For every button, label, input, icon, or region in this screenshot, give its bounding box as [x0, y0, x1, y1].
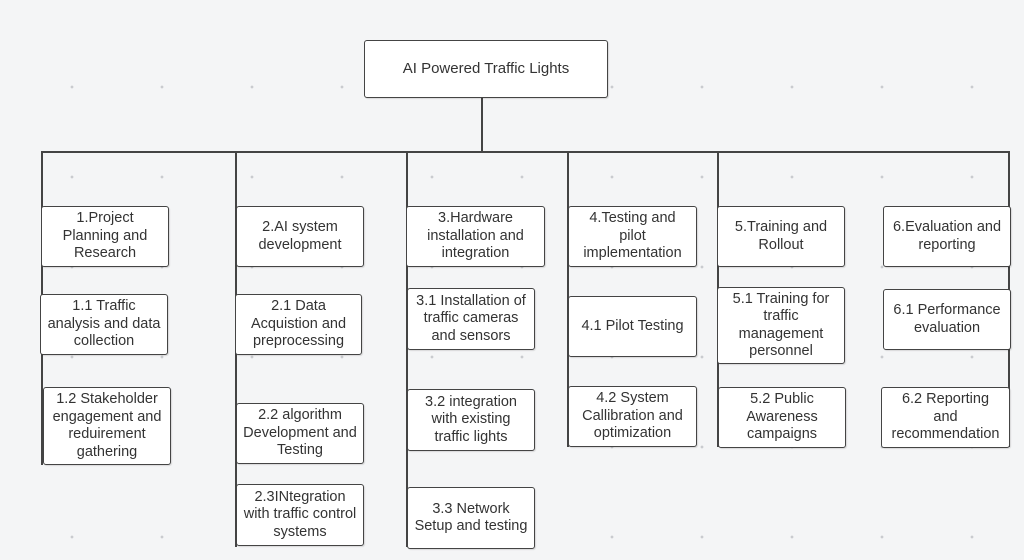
- task-3-3-node: 3.3 Network Setup and testing: [407, 487, 535, 549]
- phase-2-node: 2.AI system development: [236, 206, 364, 267]
- phase-4-node: 4.Testing and pilot implementation: [568, 206, 697, 267]
- phase-3-node: 3.Hardware installation and integration: [406, 206, 545, 267]
- task-4-2-node: 4.2 System Callibration and optimization: [568, 386, 697, 447]
- horizontal-connector: [41, 151, 1010, 153]
- task-2-2-node: 2.2 algorithm Development and Testing: [236, 403, 364, 464]
- task-5-1-node: 5.1 Training for traffic management pers…: [717, 287, 845, 364]
- phase-6-node: 6.Evaluation and reporting: [883, 206, 1011, 267]
- task-2-1-node: 2.1 Data Acquistion and preprocessing: [235, 294, 362, 355]
- phase-5-node: 5.Training and Rollout: [717, 206, 845, 267]
- root-node: AI Powered Traffic Lights: [364, 40, 608, 98]
- task-4-1-node: 4.1 Pilot Testing: [568, 296, 697, 357]
- task-3-1-node: 3.1 Installation of traffic cameras and …: [407, 288, 535, 350]
- task-5-2-node: 5.2 Public Awareness campaigns: [718, 387, 846, 448]
- task-6-2-node: 6.2 Reporting and recommendation: [881, 387, 1010, 448]
- task-3-2-node: 3.2 integration with existing traffic li…: [407, 389, 535, 451]
- root-connector: [481, 97, 483, 152]
- task-6-1-node: 6.1 Performance evaluation: [883, 289, 1011, 350]
- phase-1-node: 1.Project Planning and Research: [41, 206, 169, 267]
- task-1-2-node: 1.2 Stakeholder engagement and reduireme…: [43, 387, 171, 465]
- task-2-3-node: 2.3INtegration with traffic control syst…: [236, 484, 364, 546]
- task-1-1-node: 1.1 Traffic analysis and data collection: [40, 294, 168, 355]
